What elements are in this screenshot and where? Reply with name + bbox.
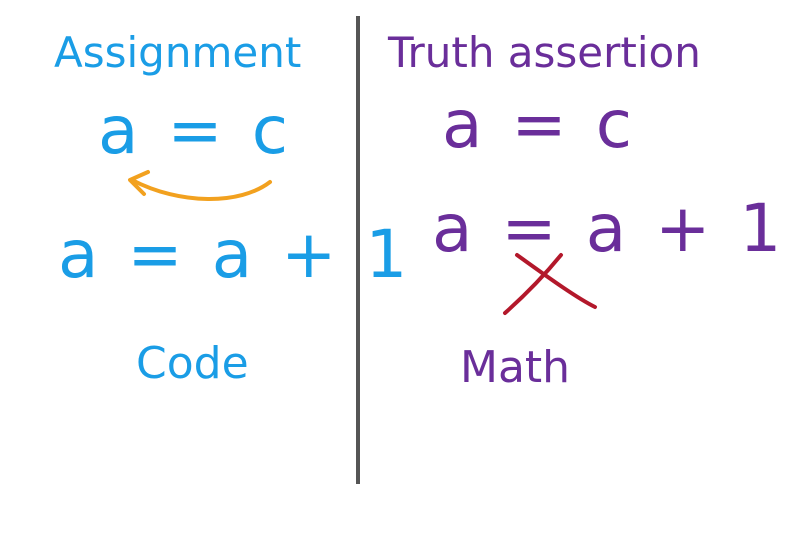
arrow-head <box>128 170 150 196</box>
truth-expression-1: a = c <box>442 86 636 163</box>
truth-assertion-heading: Truth assertion <box>388 28 701 77</box>
code-label: Code <box>136 338 249 389</box>
arrow-curve <box>130 178 272 201</box>
cross-stroke-1 <box>515 253 597 309</box>
column-divider <box>356 16 360 484</box>
cross-icon <box>503 253 597 315</box>
assignment-expression-1: a = c <box>98 92 292 169</box>
cross-stroke-2 <box>503 253 563 315</box>
truth-expression-2: a = a + 1 <box>432 190 785 267</box>
assignment-expression-2: a = a + 1 <box>58 216 412 293</box>
math-label: Math <box>460 342 571 393</box>
whiteboard: Assignment a = c a = a + 1 Code Truth as… <box>54 16 781 484</box>
assignment-heading: Assignment <box>54 28 302 77</box>
curved-arrow-left-icon <box>128 170 272 201</box>
